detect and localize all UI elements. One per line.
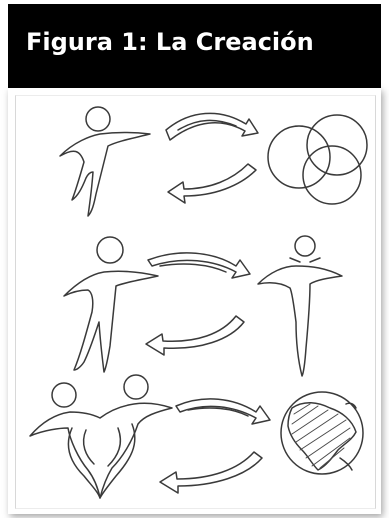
row-2	[64, 236, 342, 376]
globe-with-land	[281, 392, 363, 474]
arrows-row-2	[146, 253, 250, 355]
row-1	[60, 107, 367, 216]
person-figure-small-head	[258, 236, 342, 376]
arrows-row-3	[160, 399, 270, 493]
arrows-row-1	[166, 113, 258, 203]
arrow-left-3	[160, 452, 262, 493]
arrow-left-2	[146, 316, 244, 355]
person-figure-1	[60, 107, 150, 216]
arrow-right-1	[166, 113, 258, 140]
three-overlapping-circles	[268, 115, 367, 204]
row-3	[30, 375, 363, 498]
person-figure-2	[64, 237, 158, 372]
arrow-right-3	[176, 399, 270, 424]
two-people-forming-heart	[30, 375, 172, 498]
arrow-left-1	[168, 164, 256, 203]
